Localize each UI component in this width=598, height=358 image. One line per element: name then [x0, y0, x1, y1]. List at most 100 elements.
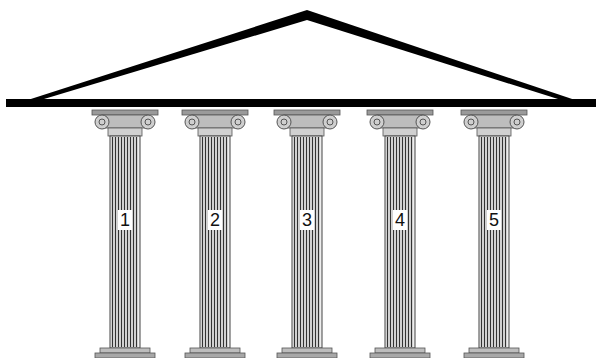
- flute: [208, 137, 209, 347]
- plinth: [185, 353, 245, 358]
- abacus: [367, 110, 433, 115]
- column: 1: [90, 108, 160, 358]
- abacus: [274, 110, 340, 115]
- flute: [136, 137, 137, 347]
- column-shape: [459, 108, 529, 358]
- flute: [411, 137, 412, 347]
- flute: [127, 137, 128, 347]
- flute: [130, 137, 131, 347]
- column-neck: [198, 128, 232, 136]
- column-base: [100, 348, 150, 353]
- volute: [141, 115, 155, 129]
- volute-spiral: [420, 119, 426, 125]
- entablature-line: [6, 99, 596, 107]
- volute-spiral: [281, 119, 287, 125]
- column-number: 2: [208, 210, 222, 230]
- flute: [505, 137, 506, 347]
- volute: [95, 115, 109, 129]
- flute: [309, 137, 310, 347]
- flute: [315, 137, 316, 347]
- column-shaft: [110, 136, 140, 348]
- plinth: [464, 353, 524, 358]
- volute: [323, 115, 337, 129]
- flute: [408, 137, 409, 347]
- flute: [393, 137, 394, 347]
- volute: [510, 115, 524, 129]
- flute: [312, 137, 313, 347]
- volute: [464, 115, 478, 129]
- volute-spiral: [189, 119, 195, 125]
- flute: [115, 137, 116, 347]
- column-shaft: [200, 136, 230, 348]
- column-number: 1: [118, 210, 132, 230]
- volute: [185, 115, 199, 129]
- flute: [387, 137, 388, 347]
- flute: [318, 137, 319, 347]
- volute-spiral: [327, 119, 333, 125]
- flute: [133, 137, 134, 347]
- column-neck: [290, 128, 324, 136]
- column: 4: [365, 108, 435, 358]
- column-shaft: [385, 136, 415, 348]
- abacus: [92, 110, 158, 115]
- column-base: [469, 348, 519, 353]
- pediment-outline: [6, 10, 596, 107]
- flute: [226, 137, 227, 347]
- flute: [306, 137, 307, 347]
- flute: [112, 137, 113, 347]
- volute-spiral: [514, 119, 520, 125]
- plinth: [95, 353, 155, 358]
- column-neck: [108, 128, 142, 136]
- column-neck: [383, 128, 417, 136]
- flute: [484, 137, 485, 347]
- flute: [496, 137, 497, 347]
- volute-spiral: [99, 119, 105, 125]
- flute: [490, 137, 491, 347]
- volute: [370, 115, 384, 129]
- flute: [294, 137, 295, 347]
- column-base: [375, 348, 425, 353]
- flute: [499, 137, 500, 347]
- volute-spiral: [468, 119, 474, 125]
- flute: [481, 137, 482, 347]
- flute: [300, 137, 301, 347]
- flute: [217, 137, 218, 347]
- abacus: [182, 110, 248, 115]
- flute: [405, 137, 406, 347]
- column-shaft: [479, 136, 509, 348]
- flute: [399, 137, 400, 347]
- flute: [493, 137, 494, 347]
- flute: [205, 137, 206, 347]
- flute: [402, 137, 403, 347]
- flute: [396, 137, 397, 347]
- plinth: [277, 353, 337, 358]
- column-number: 3: [300, 210, 314, 230]
- flute: [214, 137, 215, 347]
- flute: [118, 137, 119, 347]
- column-shape: [180, 108, 250, 358]
- flute: [211, 137, 212, 347]
- flute: [390, 137, 391, 347]
- column-shape: [272, 108, 342, 358]
- volute-spiral: [235, 119, 241, 125]
- column-neck: [477, 128, 511, 136]
- volute: [231, 115, 245, 129]
- flute: [303, 137, 304, 347]
- column-shape: [365, 108, 435, 358]
- column-base: [190, 348, 240, 353]
- column-number: 4: [393, 210, 407, 230]
- flute: [502, 137, 503, 347]
- flute: [487, 137, 488, 347]
- column: 3: [272, 108, 342, 358]
- flute: [202, 137, 203, 347]
- column-shaft: [292, 136, 322, 348]
- flute: [220, 137, 221, 347]
- volute: [416, 115, 430, 129]
- column: 5: [459, 108, 529, 358]
- column-shape: [90, 108, 160, 358]
- column-base: [282, 348, 332, 353]
- pediment-face: [44, 20, 558, 99]
- flute: [121, 137, 122, 347]
- volute: [277, 115, 291, 129]
